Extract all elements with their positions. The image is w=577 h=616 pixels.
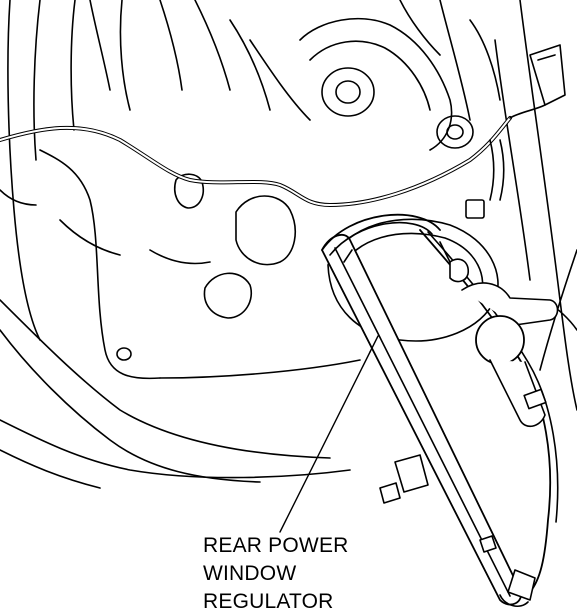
wiring-harness [0, 45, 565, 218]
callout-line-3: REGULATOR [203, 590, 334, 613]
regulator-motor-housing [462, 283, 558, 426]
regulator-bracket [380, 455, 428, 503]
regulator-lower-slider [480, 536, 535, 606]
window-regulator [322, 215, 558, 606]
regulator-callout-label: REAR POWER WINDOW REGULATOR [203, 532, 349, 616]
door-panel-outline [0, 0, 577, 488]
panel-recesses [60, 174, 295, 318]
callout-line-1: REAR POWER [203, 534, 349, 557]
access-holes [117, 68, 473, 360]
callout-leader-line [280, 352, 370, 532]
upper-emboss [160, 0, 500, 150]
callout-leader-line-extension [370, 336, 378, 352]
callout-line-2: WINDOW [203, 562, 297, 585]
